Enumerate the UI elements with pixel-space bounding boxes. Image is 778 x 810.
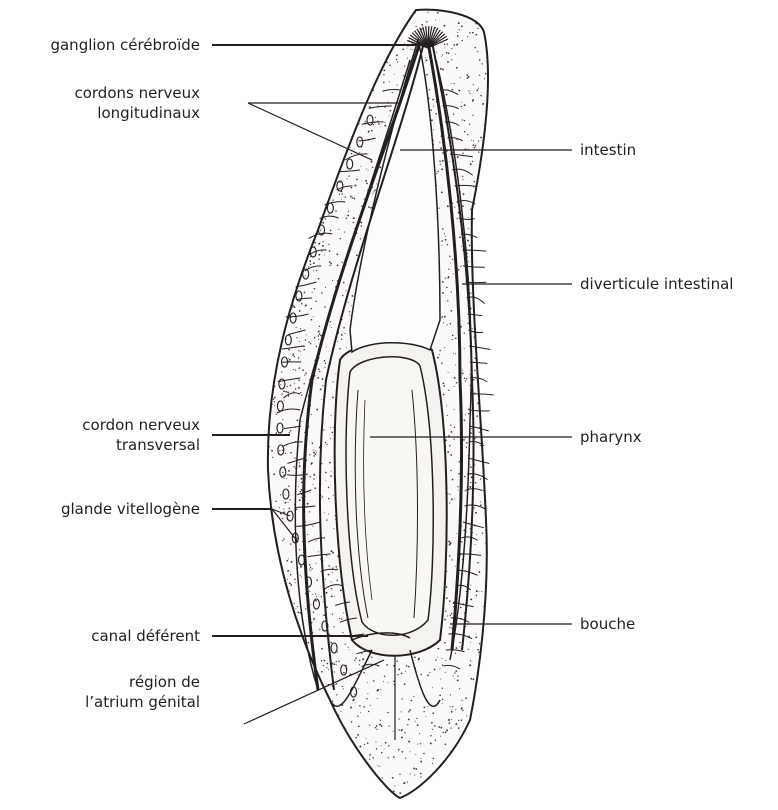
label-intestin: intestin [580,140,636,160]
label-cordon-nerveux-transversal: cordon nerveux transversal [82,415,200,455]
label-region-atrium-genital: région de l’atrium génital [85,672,200,712]
pharynx-body [346,357,433,635]
label-pharynx: pharynx [580,427,642,447]
label-bouche: bouche [580,614,635,634]
label-ganglion-cerebroide: ganglion cérébroïde [50,35,200,55]
label-glande-vitellogene: glande vitellogène [61,499,200,519]
label-canal-deferent: canal déférent [91,626,200,646]
label-cordons-nerveux-longitudinaux: cordons nerveux longitudinaux [74,83,200,123]
label-diverticule-intestinal: diverticule intestinal [580,274,733,294]
